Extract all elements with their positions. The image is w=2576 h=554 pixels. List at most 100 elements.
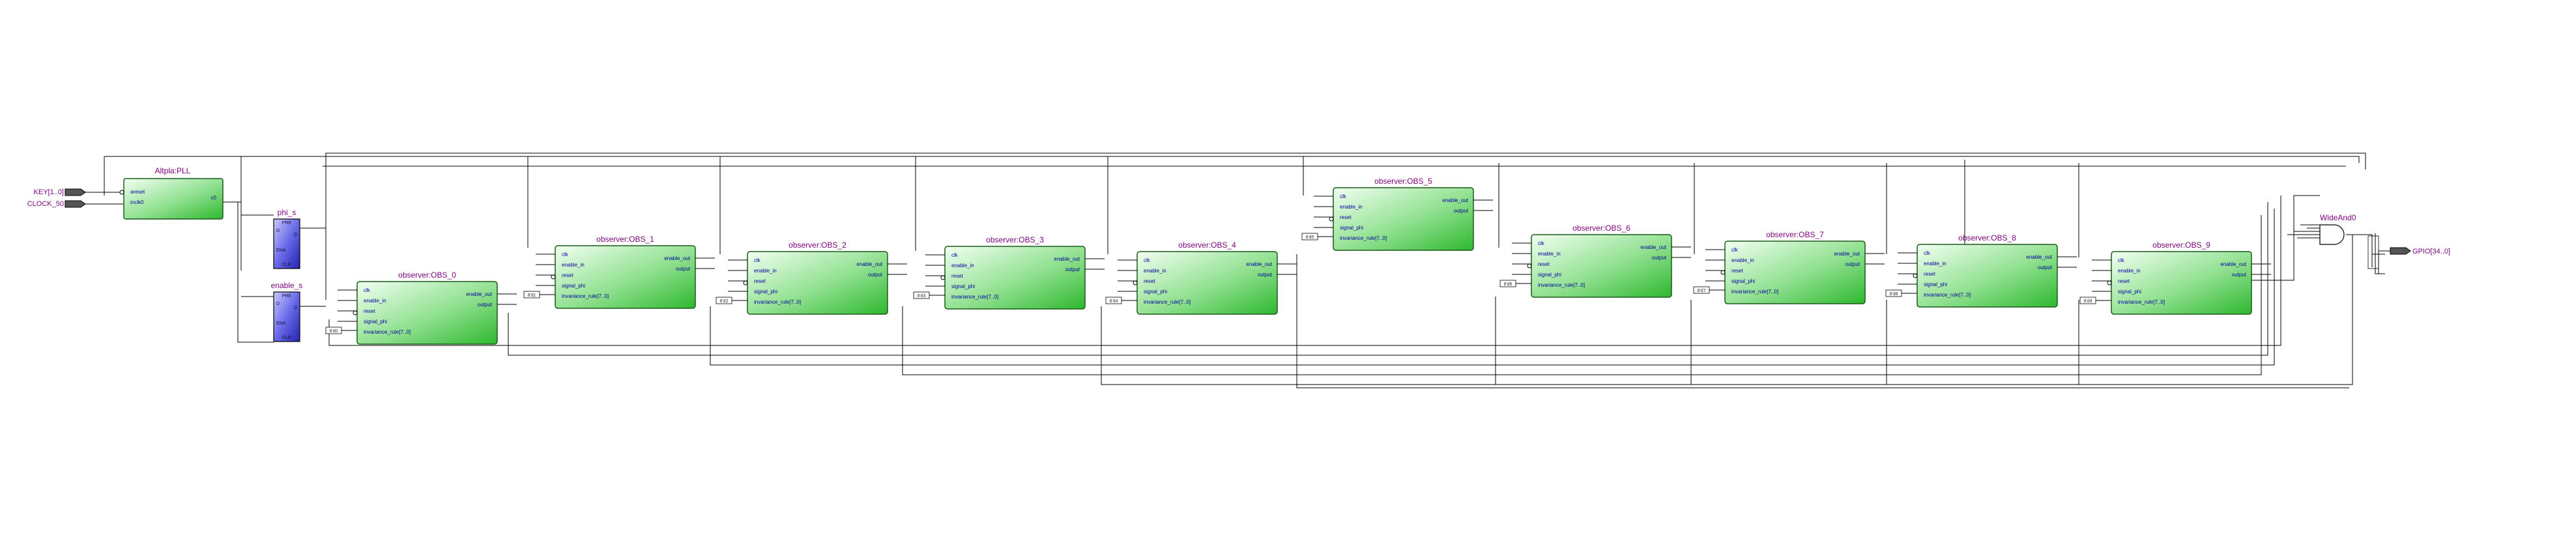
observer-port-out: output [676, 266, 691, 272]
input-pin-key: KEY[1..0] [34, 188, 86, 196]
observer-port-in: enable_in [2118, 268, 2141, 274]
observer-port-in: reset [951, 273, 964, 279]
observer-port-in: clk [1924, 250, 1931, 256]
register-port: PRE [282, 294, 292, 299]
observer-port-out: output [2232, 272, 2247, 278]
input-pin-clock: CLOCK_50 [27, 200, 86, 208]
observer-port-in: enable_in [951, 263, 974, 269]
register-port: ENA [276, 248, 286, 253]
observer-title: observer:OBS_4 [1178, 241, 1236, 250]
input-pin-shape [65, 188, 86, 196]
observer-port-in: invariance_rule[7..0] [562, 293, 609, 299]
observer-port-out: output [868, 272, 883, 278]
register-port: Q [294, 306, 298, 310]
inverter-bubble [940, 275, 946, 280]
observer-port-in: clk [1144, 257, 1151, 263]
observer-port-in: signal_phi [1340, 225, 1363, 231]
observer-port-in: reset [1144, 278, 1156, 284]
observer-port-out: enable_out [856, 261, 882, 267]
observer-port-in: invariance_rule[7..0] [1144, 299, 1191, 305]
observer-block[interactable]: observer:OBS_2clkenable_inresetsignal_ph… [716, 241, 907, 315]
constant-value: 8'd8 [1889, 292, 1898, 297]
observer-port-in: reset [1924, 271, 1936, 277]
output-pin-gpio: GPIO[34..0] [2367, 233, 2450, 274]
constant-value: 8'd2 [719, 299, 728, 304]
input-pin-label: CLOCK_50 [27, 200, 64, 208]
observer-port-in: signal_phi [951, 284, 975, 289]
observer-port-in: invariance_rule[7..0] [1731, 289, 1778, 295]
observer-port-out: enable_out [1054, 256, 1080, 262]
register-port: Q [294, 233, 298, 237]
observer-port-out: enable_out [664, 255, 690, 261]
observer-port-in: invariance_rule[7..0] [1924, 292, 1971, 298]
observer-port-in: clk [562, 252, 569, 257]
observer-port-in: signal_phi [364, 319, 387, 325]
inverter-bubble [551, 274, 556, 280]
observer-port-in: signal_phi [562, 283, 585, 289]
observer-port-out: enable_out [1442, 197, 1468, 203]
observer-block[interactable]: observer:OBS_6clkenable_inresetsignal_ph… [1499, 224, 1691, 298]
observer-port-in: clk [951, 252, 959, 258]
observer-title: observer:OBS_6 [1572, 224, 1630, 233]
observer-port-in: signal_phi [1144, 289, 1167, 295]
register-title: enable_s [271, 281, 303, 290]
input-pin-label: KEY[1..0] [34, 188, 64, 196]
observer-port-out: enable_out [1640, 244, 1666, 250]
observer-port-in: reset [364, 308, 376, 314]
observer-port-out: output [478, 302, 493, 308]
register-port: D [276, 302, 280, 306]
constant-value: 8'd5 [1305, 235, 1314, 240]
observer-block[interactable]: observer:OBS_9clkenable_inresetsignal_ph… [2079, 241, 2271, 315]
observer-port-in: enable_in [1144, 268, 1166, 274]
observer-block[interactable]: observer:OBS_7clkenable_inresetsignal_ph… [1693, 230, 1885, 304]
observer-port-in: signal_phi [754, 289, 777, 295]
constant-value: 8'd3 [917, 294, 925, 299]
observer-port-in: enable_in [1340, 204, 1363, 210]
constant-value: 8'd0 [329, 329, 338, 334]
observer-block[interactable]: observer:OBS_5clkenable_inresetsignal_ph… [1301, 177, 1493, 251]
observer-port-in: enable_in [364, 298, 386, 304]
register-body [273, 218, 300, 269]
observer-port-in: signal_phi [2118, 289, 2141, 295]
wideand-gate[interactable]: WideAnd0 [2319, 213, 2356, 245]
observer-port-in: reset [562, 272, 574, 278]
register-port: PRE [282, 221, 292, 226]
observer-title: observer:OBS_3 [986, 235, 1044, 244]
observer-port-in: invariance_rule[7..0] [1340, 235, 1387, 241]
pll-title: Altpla:PLL [155, 166, 191, 175]
wire-bus [85, 153, 2385, 388]
inverter-bubble [1913, 273, 1918, 278]
and-gate-shape [2319, 224, 2345, 245]
observer-title: observer:OBS_5 [1374, 177, 1432, 186]
pll-port-out: c0 [211, 195, 217, 201]
inverter-bubble [743, 280, 748, 285]
observer-title: observer:OBS_1 [596, 235, 654, 244]
observer-title: observer:OBS_9 [2152, 241, 2210, 250]
observer-port-in: signal_phi [1731, 278, 1755, 284]
observer-port-in: enable_in [562, 262, 585, 268]
observer-port-in: clk [364, 287, 371, 293]
observer-port-in: reset [1731, 268, 1744, 274]
observer-port-in: enable_in [1731, 257, 1754, 263]
observer-port-in: enable_in [1538, 251, 1561, 257]
register-port: CLR [282, 263, 291, 267]
observer-block[interactable]: observer:OBS_8clkenable_inresetsignal_ph… [1885, 233, 2077, 308]
inverter-bubble [1527, 263, 1532, 269]
inverter-bubble [119, 190, 124, 195]
constant-value: 8'd4 [1109, 299, 1118, 304]
input-pin-shape [65, 200, 86, 208]
pll-port-in: areset [130, 189, 145, 195]
observer-port-in: invariance_rule[7..0] [2118, 299, 2165, 305]
observer-block[interactable]: observer:OBS_0clkenable_inresetsignal_ph… [325, 270, 517, 345]
output-pin-shape [2390, 247, 2411, 255]
observer-port-in: invariance_rule[7..0] [1538, 282, 1585, 288]
observer-port-out: enable_out [466, 291, 492, 297]
inverter-bubble [2107, 280, 2112, 285]
